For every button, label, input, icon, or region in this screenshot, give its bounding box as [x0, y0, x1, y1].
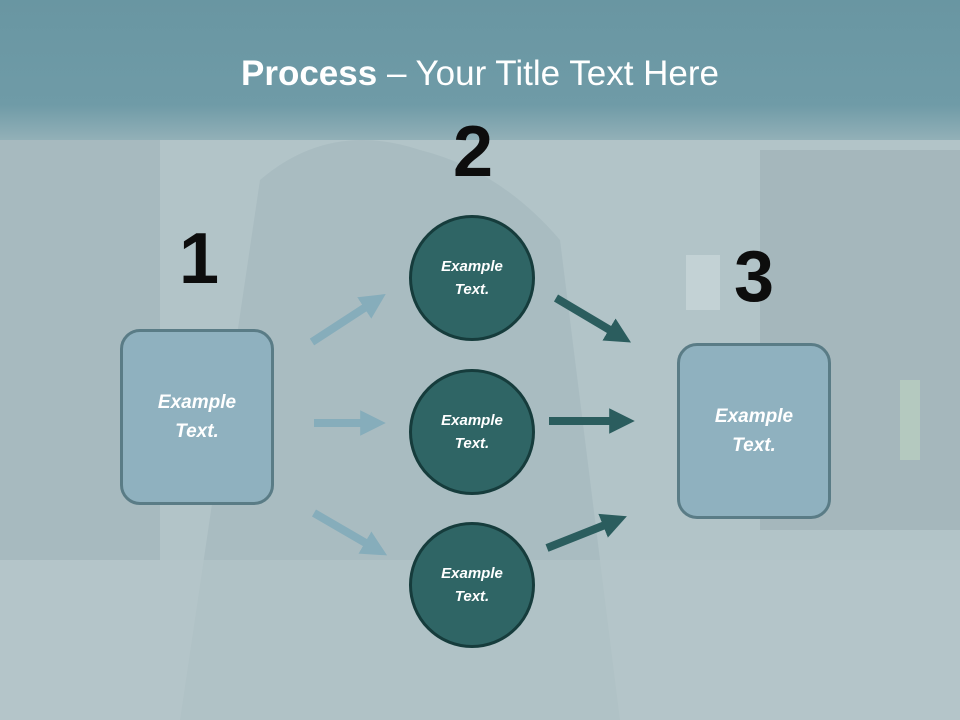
title-bold: Process	[241, 54, 378, 93]
right-box: Example Text.	[677, 343, 831, 519]
step-number-3: 3	[733, 237, 775, 317]
step-number-2: 2	[452, 112, 494, 192]
arrow-left-to-top	[309, 294, 386, 346]
arrow-bottom-to-right	[545, 513, 627, 552]
circle-top-text: Example Text.	[441, 258, 503, 298]
circle-middle: Example Text.	[409, 369, 535, 495]
title-band	[0, 0, 960, 140]
arrow-left-to-bottom	[311, 509, 388, 556]
right-box-text: Example Text.	[714, 406, 794, 456]
circle-middle-text: Example Text.	[441, 412, 503, 452]
circle-top: Example Text.	[409, 215, 535, 341]
arrow-top-to-right	[553, 294, 632, 343]
left-box-text: Example Text.	[157, 392, 237, 442]
title-rest: – Your Title Text Here	[377, 54, 719, 93]
step-number-1: 1	[178, 219, 220, 299]
left-box: Example Text.	[120, 329, 274, 505]
circle-bottom: Example Text.	[409, 522, 535, 648]
circle-bottom-text: Example Text.	[441, 565, 503, 605]
slide-title: Process – Your Title Text Here	[0, 52, 960, 96]
